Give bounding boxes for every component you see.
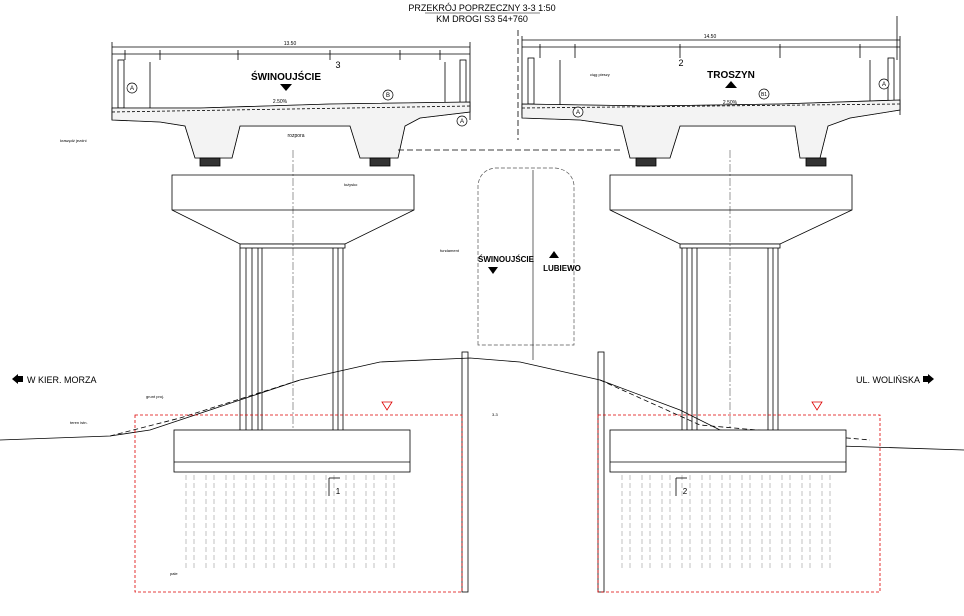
deck-section-mark-right: 2 xyxy=(678,58,683,68)
label-ciag-pieszy: ciąg pieszy xyxy=(590,72,610,77)
direction-arrow-left-icon xyxy=(12,374,23,384)
left-foundation xyxy=(173,429,411,473)
deck-section-mark-left: 3 xyxy=(335,60,340,70)
right-deck-dimension: 14.50 xyxy=(704,34,717,40)
left-deck-dimension: 13.50 xyxy=(284,41,297,47)
label-krawedz: krawędź jezdni xyxy=(60,138,87,143)
vehicle-label-left: ŚWINOUJŚCIE xyxy=(478,255,535,264)
vehicle-arrows xyxy=(488,251,559,274)
label-lozysko: łożysko xyxy=(344,182,358,187)
drawing-title-line1: PRZEKRÓJ POPRZECZNY 3-3 1:50 xyxy=(408,3,555,13)
right-foundation xyxy=(609,429,847,473)
left-deck-note-rozpora: rozpora xyxy=(288,133,305,139)
excavation-outlines xyxy=(134,414,881,593)
point-a-left-center: A xyxy=(460,119,464,125)
direction-arrow-right-icon xyxy=(923,374,934,384)
foundation-section-marks xyxy=(328,477,687,496)
point-a-right-outer: A xyxy=(882,82,886,88)
point-b-left: B xyxy=(386,93,390,99)
right-deck-direction: TROSZYN xyxy=(707,70,755,81)
label-cut: 3-3 xyxy=(492,412,499,417)
left-deck-direction: ŚWINOUJŚCIE xyxy=(251,70,321,83)
right-pier xyxy=(609,174,853,430)
right-piles xyxy=(621,475,831,568)
section-mark-1: 1 xyxy=(336,487,341,496)
left-deck-slope: 2.50% xyxy=(273,99,288,105)
point-a-left-outer: A xyxy=(130,86,134,92)
section-mark-2: 2 xyxy=(683,487,688,496)
point-markers xyxy=(126,78,890,127)
left-piles xyxy=(185,475,395,568)
label-fundament: fundament xyxy=(440,248,460,253)
label-pale: pale xyxy=(170,571,178,576)
vehicle-clearance xyxy=(477,167,575,346)
label-teren: teren istn. xyxy=(70,420,88,425)
drawing-title-line2: KM DROGI S3 54+760 xyxy=(436,14,528,24)
direction-right-label: UL. WOLIŃSKA xyxy=(856,375,920,385)
right-deck xyxy=(521,16,901,167)
point-b-right: B1 xyxy=(761,92,767,98)
point-a-right-center: A xyxy=(576,110,580,116)
direction-left-label: W KIER. MORZA xyxy=(27,375,97,385)
left-deck xyxy=(111,42,471,167)
excavation-markers xyxy=(381,401,823,411)
vehicle-label-right: LUBIEWO xyxy=(543,264,581,273)
label-grunt: grunt proj. xyxy=(146,394,164,399)
deck-connector xyxy=(398,30,620,151)
right-deck-slope: 2.50% xyxy=(723,100,738,106)
sheet-piles xyxy=(461,351,605,593)
